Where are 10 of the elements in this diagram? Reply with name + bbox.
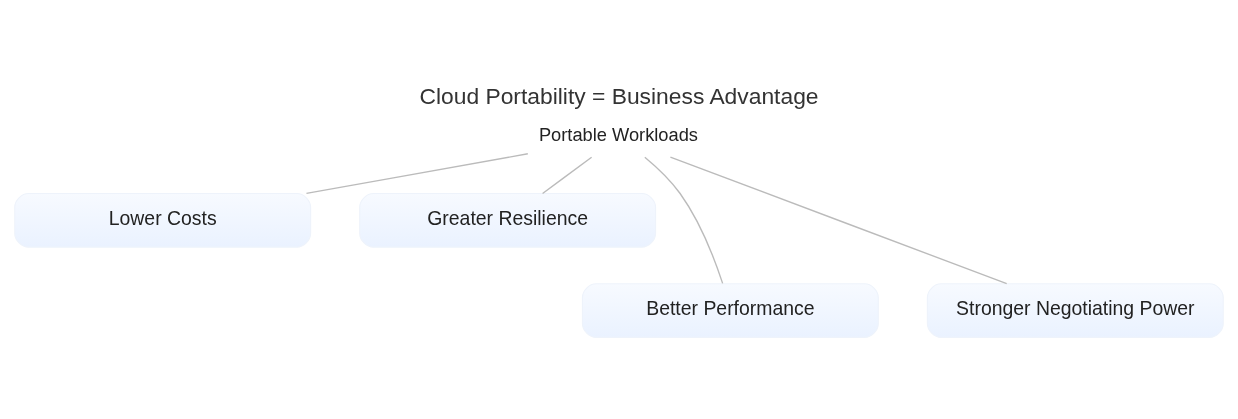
diagram-title: Cloud Portability = Business Advantage xyxy=(419,83,819,110)
connector xyxy=(541,156,593,195)
connector xyxy=(669,156,1008,285)
node-text: Portable Workloads xyxy=(538,123,698,145)
node-box: Better Performance xyxy=(581,283,879,338)
node-box: Stronger Negotiating Power xyxy=(926,283,1224,338)
connector xyxy=(305,153,529,195)
connector xyxy=(644,156,724,285)
node-box: Lower Costs xyxy=(14,192,312,248)
node-box: Greater Resilience xyxy=(359,192,657,248)
